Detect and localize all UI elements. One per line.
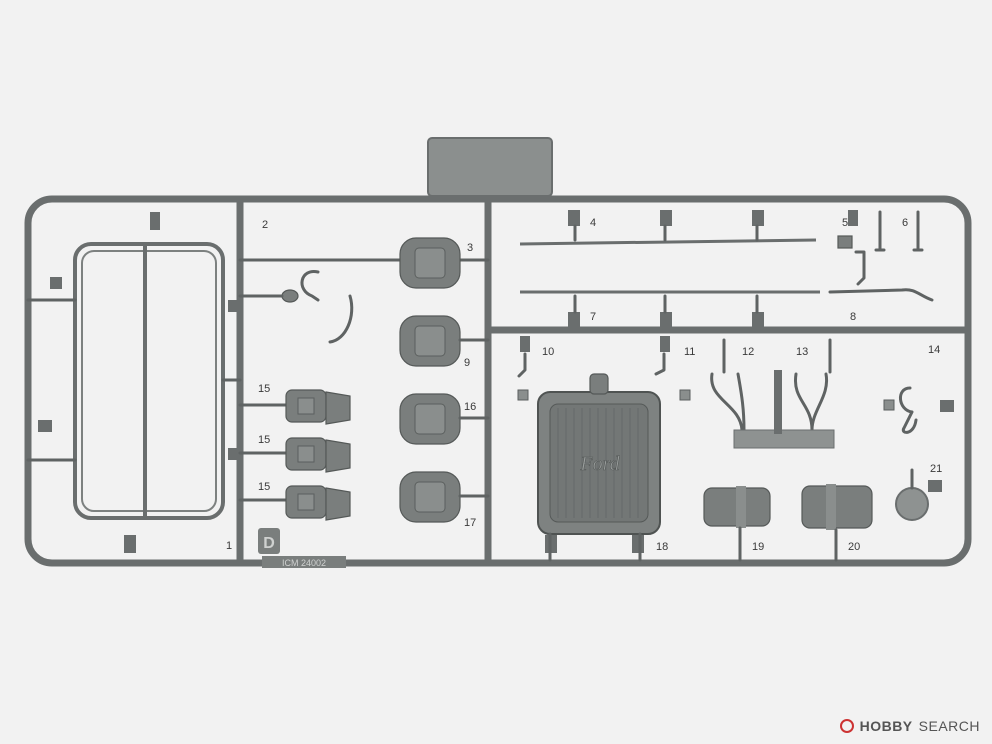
part-radiator: Ford [537, 373, 661, 562]
part-number: 14 [928, 344, 940, 356]
part-hook [238, 270, 354, 344]
part-number: 12 [742, 346, 754, 358]
part-number: 3 [467, 242, 473, 254]
part-crank-handle [883, 386, 918, 434]
part-brackets [517, 352, 691, 401]
part-number: 7 [590, 311, 596, 323]
part-manifolds [710, 338, 835, 449]
part-number-labels: 1 2 3 4 5 6 7 8 9 10 11 12 13 14 15 15 1… [226, 217, 942, 553]
part-number: 1 [226, 540, 232, 552]
part-windscreen-frame [26, 242, 242, 520]
part-side-lamps [238, 389, 351, 521]
sprue-tab [427, 137, 553, 197]
part-number: 10 [542, 346, 554, 358]
part-number: 16 [464, 401, 476, 413]
part-number: 15 [258, 481, 270, 493]
hobby-search-logo-icon [839, 719, 854, 733]
part-number: 11 [684, 346, 695, 358]
watermark-suffix: SEARCH [918, 718, 980, 734]
gate-stubs [38, 210, 954, 553]
part-number: 2 [262, 219, 268, 231]
part-headlamps [238, 237, 490, 523]
part-number: 15 [258, 383, 270, 395]
part-number: 4 [590, 217, 596, 229]
sprue-letter: D [263, 535, 275, 552]
part-number: 18 [656, 541, 668, 553]
sprue-code: ICM 24002 [282, 558, 326, 568]
part-number: 17 [464, 517, 476, 529]
part-small-fittings [828, 210, 934, 302]
part-disc [895, 468, 929, 521]
part-number: 13 [796, 346, 808, 358]
radiator-logo: Ford [579, 453, 620, 475]
watermark: HOBBY SEARCH [839, 718, 980, 734]
part-rods [519, 224, 820, 314]
part-number: 8 [850, 311, 856, 323]
part-tanks [703, 484, 873, 562]
watermark-brand: HOBBY [859, 718, 913, 734]
sprue-frame [24, 195, 972, 567]
sprue-label: D ICM 24002 [258, 528, 346, 568]
part-number: 19 [752, 541, 764, 553]
part-number: 9 [464, 357, 470, 369]
part-number: 6 [902, 217, 908, 229]
part-number: 15 [258, 434, 270, 446]
part-number: 5 [842, 217, 848, 229]
part-number: 20 [848, 541, 860, 553]
part-number: 21 [930, 463, 942, 475]
